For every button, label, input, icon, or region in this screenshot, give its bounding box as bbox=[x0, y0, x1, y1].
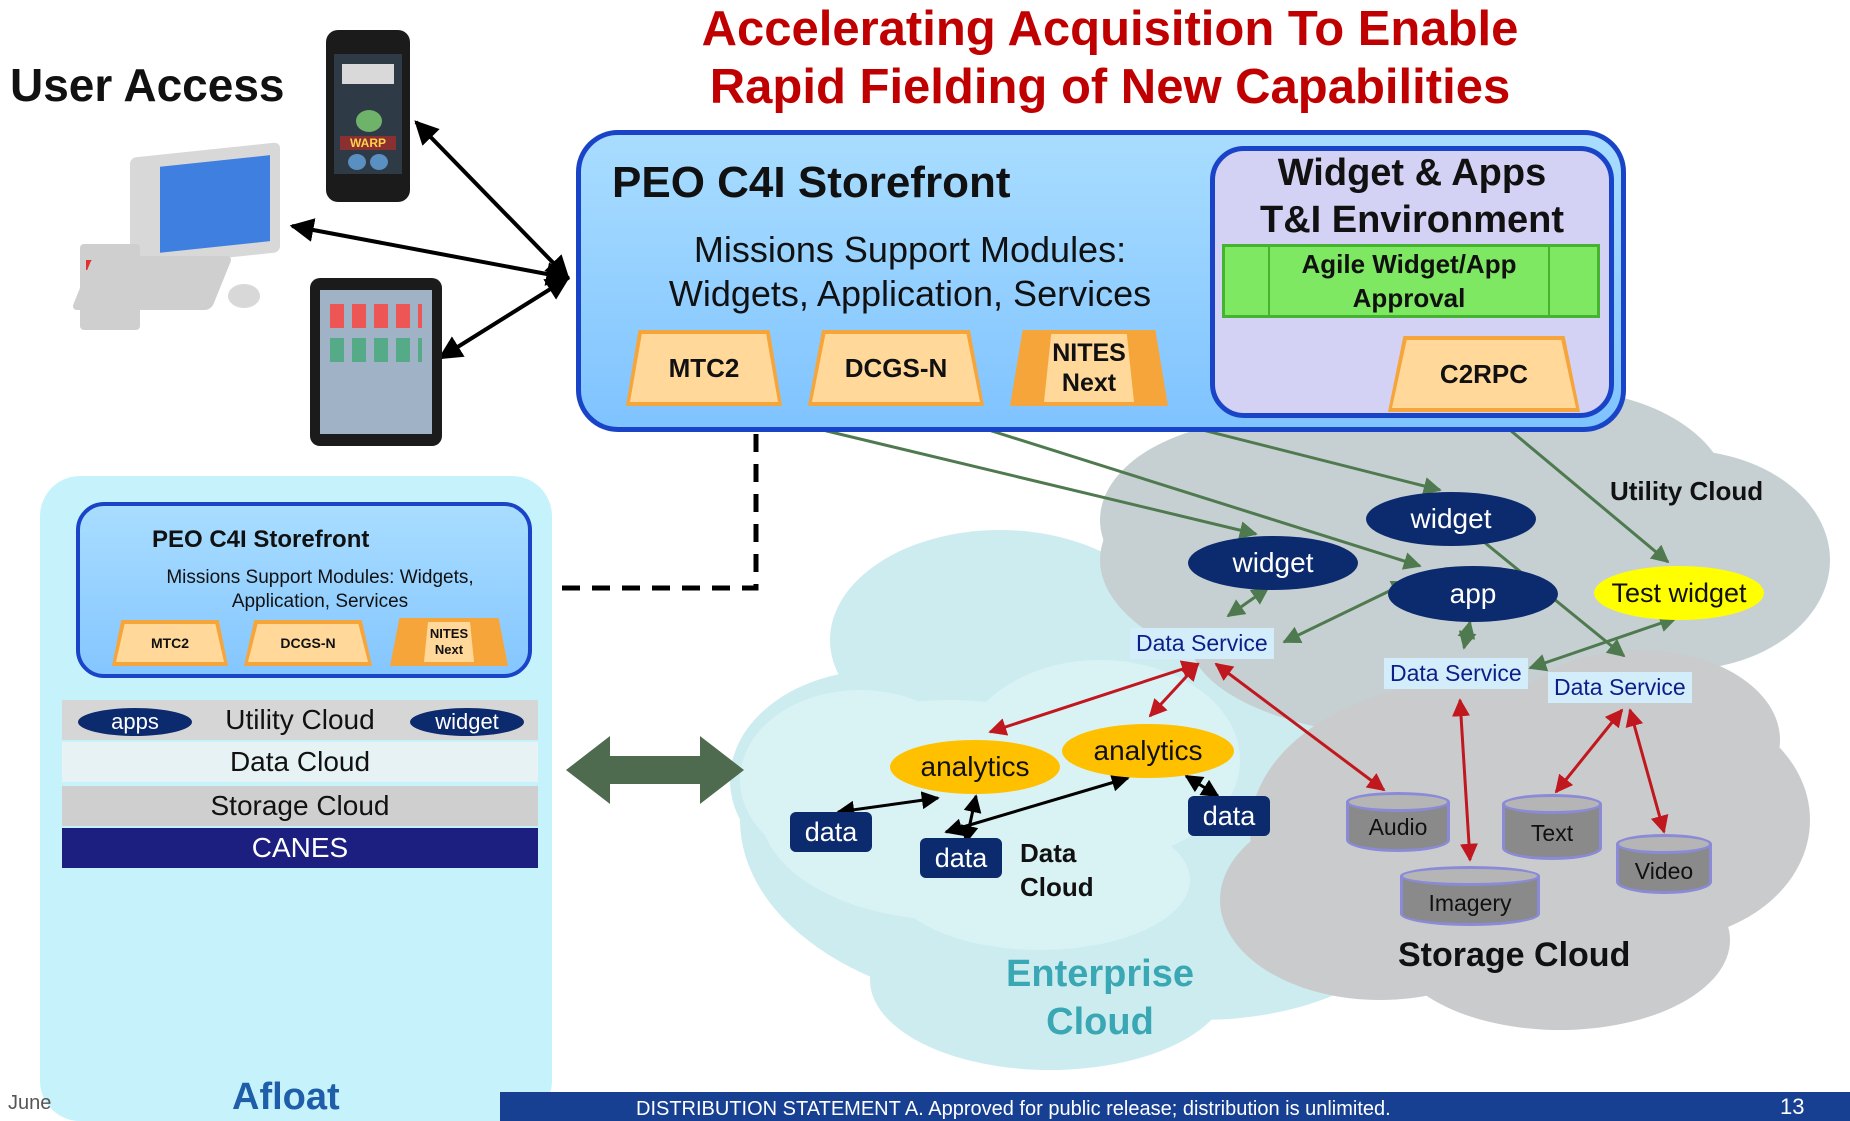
storage-text-label: Text bbox=[1530, 820, 1574, 846]
test-widget-node[interactable]: Test widget bbox=[1594, 566, 1764, 620]
footer-page-number: 13 bbox=[1780, 1094, 1805, 1119]
title-line-1: Accelerating Acquisition To Enable bbox=[701, 2, 1519, 56]
arrow-ds-analytics2 bbox=[1148, 662, 1200, 718]
afloat-module-mtc2[interactable]: MTC2 bbox=[112, 620, 228, 666]
dashed-connector bbox=[532, 434, 759, 591]
arrow-c2rpc-test bbox=[1484, 408, 1670, 564]
afloat-module-dcgs-n-label: DCGS-N bbox=[248, 624, 368, 662]
module-c2rpc-label: C2RPC bbox=[1392, 340, 1576, 408]
afloat-module-nites-label: NITES Next bbox=[424, 622, 474, 662]
data-service-3[interactable]: Data Service bbox=[1548, 672, 1692, 703]
storage-imagery-label: Imagery bbox=[1428, 890, 1512, 916]
storefront-subtitle-line-1: Missions Support Modules: bbox=[693, 229, 1127, 270]
storage-text[interactable]: Text bbox=[1502, 794, 1602, 864]
widget-apps-title: Widget & Apps T&I Environment bbox=[1210, 150, 1614, 244]
storefront-title: PEO C4I Storefront bbox=[612, 158, 1011, 207]
arrow-desktop bbox=[289, 218, 571, 286]
widget-node-1[interactable]: widget bbox=[1366, 492, 1536, 546]
afloat-layer-canes: CANES bbox=[62, 828, 538, 868]
module-mtc2[interactable]: MTC2 bbox=[626, 330, 782, 406]
arrow-tablet bbox=[437, 276, 571, 360]
agile-approval-label: Agile Widget/App Approval bbox=[1268, 244, 1550, 318]
enterprise-line-1: Enterprise bbox=[1006, 953, 1194, 995]
afloat-layer-data: Data Cloud bbox=[62, 742, 538, 782]
phone-device: WARP bbox=[326, 30, 410, 202]
page-title: Accelerating Acquisition To Enable Rapid… bbox=[600, 0, 1620, 116]
tablet-device bbox=[310, 278, 442, 446]
phone-logo-text: WARP bbox=[340, 136, 396, 150]
arrow-ds3-video bbox=[1625, 708, 1669, 834]
mouse bbox=[228, 284, 260, 308]
storage-audio[interactable]: Audio bbox=[1346, 792, 1450, 858]
storage-audio-label: Audio bbox=[1368, 814, 1428, 840]
analytics-node-1[interactable]: analytics bbox=[890, 740, 1060, 794]
afloat-label: Afloat bbox=[232, 1076, 340, 1118]
data-service-1[interactable]: Data Service bbox=[1130, 628, 1274, 659]
footer-bar bbox=[500, 1092, 1850, 1121]
data-node-1[interactable]: data bbox=[790, 812, 872, 852]
afloat-storefront-subtitle: Missions Support Modules: Widgets, Appli… bbox=[130, 566, 510, 614]
arrow-ds-audio bbox=[1214, 662, 1386, 792]
agile-line-1: Agile Widget/App bbox=[1301, 249, 1517, 279]
keyboard bbox=[71, 256, 233, 310]
user-access-label: User Access bbox=[10, 59, 285, 111]
footer-date: June bbox=[8, 1092, 52, 1114]
data-cloud-label: Data Cloud bbox=[1020, 836, 1094, 904]
footer-statement: DISTRIBUTION STATEMENT A. Approved for p… bbox=[636, 1098, 1391, 1120]
data-node-2[interactable]: data bbox=[920, 838, 1002, 878]
afloat-module-mtc2-label: MTC2 bbox=[116, 624, 224, 662]
enterprise-line-2: Cloud bbox=[1046, 1001, 1154, 1043]
module-nites-next-label: NITES Next bbox=[1044, 334, 1134, 402]
storefront-subtitle-line-2: Widgets, Application, Services bbox=[668, 273, 1152, 314]
data-cloud-label-line-2: Cloud bbox=[1020, 872, 1094, 902]
arrow-data3-analytics2 bbox=[1184, 774, 1220, 798]
double-arrow bbox=[566, 736, 744, 804]
data-service-2[interactable]: Data Service bbox=[1384, 658, 1528, 689]
agile-line-2: Approval bbox=[1352, 283, 1466, 313]
storage-video-label: Video bbox=[1634, 858, 1694, 884]
widget-apps-title-line-1: Widget & Apps bbox=[1277, 152, 1547, 194]
arrow-ds2-test bbox=[1528, 614, 1678, 672]
afloat-layer-storage: Storage Cloud bbox=[62, 786, 538, 826]
module-mtc2-label: MTC2 bbox=[630, 334, 778, 402]
module-nites-next[interactable]: NITES Next bbox=[1010, 330, 1168, 406]
module-c2rpc[interactable]: C2RPC bbox=[1388, 336, 1580, 412]
afloat-sub-line-2: Application, Services bbox=[231, 591, 409, 612]
widget-apps-title-line-2: T&I Environment bbox=[1259, 199, 1565, 241]
module-dcgs-n[interactable]: DCGS-N bbox=[808, 330, 984, 406]
data-cloud-label-line-1: Data bbox=[1020, 838, 1077, 868]
app-node[interactable]: app bbox=[1388, 566, 1558, 622]
storefront-subtitle: Missions Support Modules: Widgets, Appli… bbox=[660, 228, 1160, 316]
arrow-data-analytics bbox=[836, 791, 940, 819]
utility-cloud-label: Utility Cloud bbox=[1610, 476, 1764, 506]
afloat-module-nites-next[interactable]: NITES Next bbox=[390, 618, 508, 666]
arrow-data2-analytics2 bbox=[944, 773, 1130, 837]
afloat-storefront-title: PEO C4I Storefront bbox=[152, 526, 370, 553]
afloat-sub-line-1: Missions Support Modules: Widgets, bbox=[166, 567, 474, 588]
arrow-ds1-app bbox=[1282, 580, 1410, 644]
storage-imagery[interactable]: Imagery bbox=[1400, 866, 1540, 928]
arrow-ds1-widget bbox=[1226, 586, 1270, 618]
arrow-ds3-text bbox=[1554, 708, 1624, 794]
data-node-3[interactable]: data bbox=[1188, 796, 1270, 836]
afloat-module-dcgs-n[interactable]: DCGS-N bbox=[244, 620, 372, 666]
widget-node-2[interactable]: widget bbox=[1188, 536, 1358, 590]
title-line-2: Rapid Fielding of New Capabilities bbox=[709, 60, 1511, 114]
storage-cloud-label: Storage Cloud bbox=[1398, 936, 1631, 974]
module-dcgs-n-label: DCGS-N bbox=[812, 334, 980, 402]
afloat-layer-utility-label: Utility Cloud bbox=[225, 704, 375, 735]
storage-video[interactable]: Video bbox=[1616, 834, 1712, 896]
analytics-node-2[interactable]: analytics bbox=[1062, 724, 1234, 778]
arrow-ds2-imagery bbox=[1452, 698, 1478, 862]
enterprise-cloud-label: Enterprise Cloud bbox=[980, 950, 1220, 1046]
afloat-widget-pill: widget bbox=[410, 708, 524, 736]
afloat-apps-pill: apps bbox=[78, 708, 192, 736]
agile-approval-bar bbox=[1222, 244, 1600, 318]
